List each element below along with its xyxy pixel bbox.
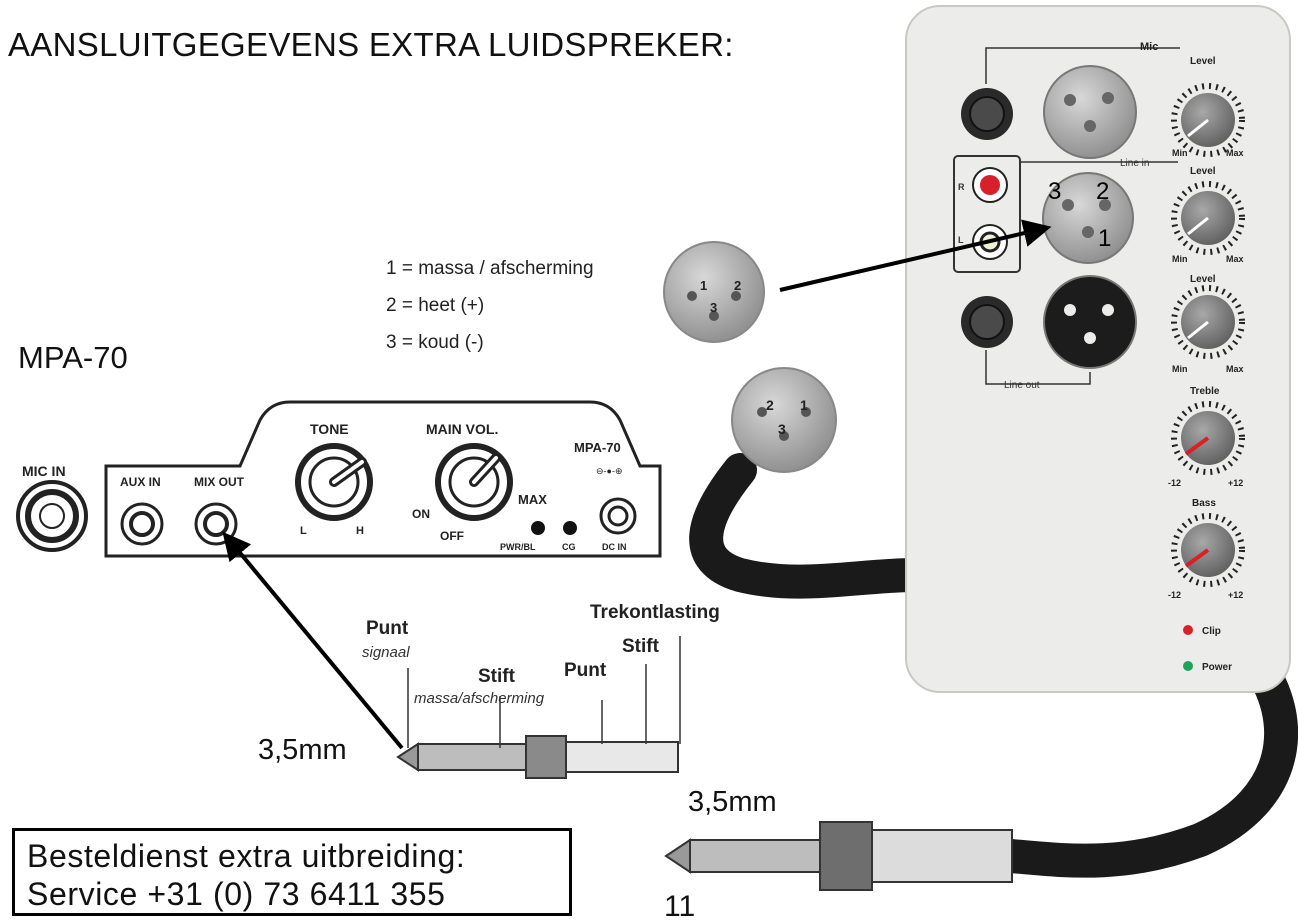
label-punt: Punt	[366, 618, 409, 639]
svg-text:H: H	[356, 525, 364, 537]
svg-text:OFF: OFF	[440, 529, 464, 543]
svg-text:Clip: Clip	[1202, 626, 1221, 637]
plug-size-left: 3,5mm	[258, 734, 347, 766]
xlr-cable-end	[731, 367, 837, 473]
max-label-3: Max	[1226, 364, 1244, 374]
line-in-frame	[953, 155, 1021, 273]
pin-3-desc: 3 = koud (-)	[386, 332, 484, 353]
svg-text:⊖-●-⊕: ⊖-●-⊕	[596, 466, 623, 476]
arrow-to-mix-out	[222, 531, 404, 750]
label-stift: Stift	[478, 666, 515, 687]
treble-label: Treble	[1190, 386, 1220, 397]
main-vol-label: MAIN VOL.	[426, 421, 498, 437]
service-box: Besteldienst extra uitbreiding: Service …	[12, 828, 572, 916]
treble-knob	[1171, 401, 1245, 475]
jack-plug-left	[396, 636, 681, 779]
svg-text:R: R	[958, 182, 965, 192]
svg-text:+12: +12	[1228, 478, 1243, 488]
label-punt-2: Punt	[564, 660, 607, 681]
level-knob-3	[1171, 285, 1245, 359]
level-label-2: Level	[1190, 166, 1216, 177]
aux-in-label: AUX IN	[120, 475, 161, 489]
min-label-2: Min	[1172, 254, 1188, 264]
level-label-3: Level	[1190, 274, 1216, 285]
model-label: MPA-70	[18, 340, 128, 375]
service-line-1: Besteldienst extra uitbreiding:	[27, 838, 466, 874]
svg-text:MAX: MAX	[518, 492, 547, 507]
svg-text:ON: ON	[412, 507, 430, 521]
mixer-label-line-out: Line out	[1004, 380, 1040, 391]
min-label-3: Min	[1172, 364, 1188, 374]
mic-in-label: MIC IN	[22, 463, 66, 479]
label-stift-2: Stift	[622, 636, 659, 657]
svg-text:L: L	[958, 235, 964, 245]
power-led	[1183, 661, 1193, 671]
cable-xlr-to-mixer	[689, 453, 932, 599]
xlr-pin-2: 2	[1096, 178, 1109, 205]
cable-mixer-to-plug	[983, 643, 1298, 878]
svg-text:2: 2	[734, 278, 741, 293]
pwr-led	[531, 521, 545, 535]
min-label-1: Min	[1172, 148, 1188, 158]
mic-xlr	[1043, 65, 1137, 159]
line-in-xlr	[1042, 172, 1134, 264]
label-trekontlasting: Trekontlasting	[590, 602, 720, 623]
svg-text:L: L	[300, 525, 307, 537]
level-knob-1	[1171, 83, 1245, 157]
pin-1-desc: 1 = massa / afscherming	[386, 258, 594, 279]
mpa70-panel: MIC IN AUX IN MIX OUT TONE L H MAIN VOL.…	[16, 400, 662, 558]
level-knob-2	[1171, 181, 1245, 255]
service-line-2: Service +31 (0) 73 6411 355	[27, 876, 446, 912]
max-label-1: Max	[1226, 148, 1244, 158]
xlr-pin-diagram	[663, 241, 765, 343]
svg-text:1: 1	[800, 397, 808, 413]
page-number: 11	[664, 890, 696, 923]
page-title: AANSLUITGEGEVENS EXTRA LUIDSPREKER:	[8, 26, 734, 63]
svg-text:+12: +12	[1228, 590, 1243, 600]
svg-text:Power: Power	[1202, 662, 1232, 673]
max-label-2: Max	[1226, 254, 1244, 264]
label-massa: massa/afscherming	[414, 690, 545, 707]
arrow-to-mixer-xlr	[779, 219, 1052, 292]
mixer-label-mic: Mic	[1140, 41, 1158, 53]
level-label-1: Level	[1190, 56, 1216, 67]
svg-text:1: 1	[700, 278, 707, 293]
tone-label: TONE	[310, 421, 349, 437]
svg-text:-12: -12	[1168, 590, 1181, 600]
clip-led	[1183, 625, 1193, 635]
mixer-label-line-in: Line in	[1120, 158, 1149, 169]
plug-size-right: 3,5mm	[688, 786, 777, 818]
bass-label: Bass	[1192, 498, 1216, 509]
svg-text:CG: CG	[562, 542, 576, 552]
svg-text:3: 3	[710, 300, 717, 315]
pin-legend: 1 = massa / afscherming 2 = heet (+) 3 =…	[386, 250, 594, 361]
xlr-pin-3: 3	[1048, 178, 1061, 205]
svg-text:-12: -12	[1168, 478, 1181, 488]
bass-knob	[1171, 513, 1245, 587]
pin-2-desc: 2 = heet (+)	[386, 295, 485, 316]
jack-plug-right	[664, 821, 1013, 891]
line-out-xlr	[1043, 275, 1137, 369]
label-signaal: signaal	[362, 644, 410, 661]
xlr-pin-1: 1	[1098, 225, 1111, 252]
cg-led	[563, 521, 577, 535]
panel-model-label: MPA-70	[574, 440, 621, 455]
svg-text:DC IN: DC IN	[602, 542, 627, 552]
mix-out-label: MIX OUT	[194, 475, 245, 489]
svg-text:2: 2	[766, 397, 774, 413]
svg-text:3: 3	[778, 421, 786, 437]
svg-text:PWR/BL: PWR/BL	[500, 542, 536, 552]
